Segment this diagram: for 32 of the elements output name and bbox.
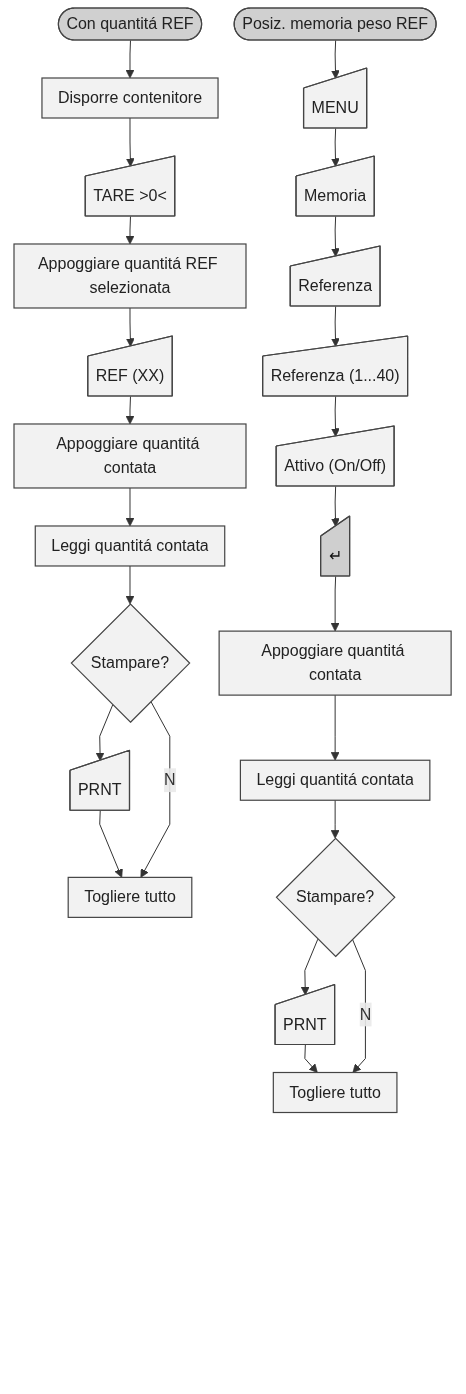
- arrow: [331, 694, 340, 761]
- arrow: [126, 307, 136, 347]
- arrow: [331, 486, 341, 527]
- arrow: [331, 799, 340, 839]
- node-box: [13, 243, 248, 309]
- node-box: [35, 525, 226, 567]
- arrow: [99, 810, 124, 878]
- arrow: [331, 216, 341, 257]
- arrow: [126, 396, 135, 425]
- arrow: [126, 216, 135, 245]
- arrow: [140, 700, 171, 878]
- arrow: [331, 576, 340, 632]
- node-diamond: [70, 603, 191, 724]
- edge-label: N: [360, 1005, 372, 1023]
- node-box: [218, 630, 453, 696]
- node-box: [68, 876, 193, 918]
- node-box: [13, 423, 248, 489]
- arrow: [126, 117, 136, 167]
- arrow: [301, 938, 319, 996]
- arrow: [304, 1044, 319, 1073]
- arrow: [331, 306, 341, 347]
- node-box: [41, 77, 220, 119]
- node-box: [240, 759, 431, 801]
- arrow: [126, 487, 135, 527]
- arrow: [126, 565, 135, 605]
- arrow: [126, 40, 135, 79]
- arrow: [331, 40, 341, 79]
- arrow: [331, 396, 341, 437]
- node-diamond: [276, 837, 397, 958]
- node-box: [273, 1071, 398, 1114]
- arrow: [331, 128, 341, 167]
- edge-label: N: [164, 771, 177, 789]
